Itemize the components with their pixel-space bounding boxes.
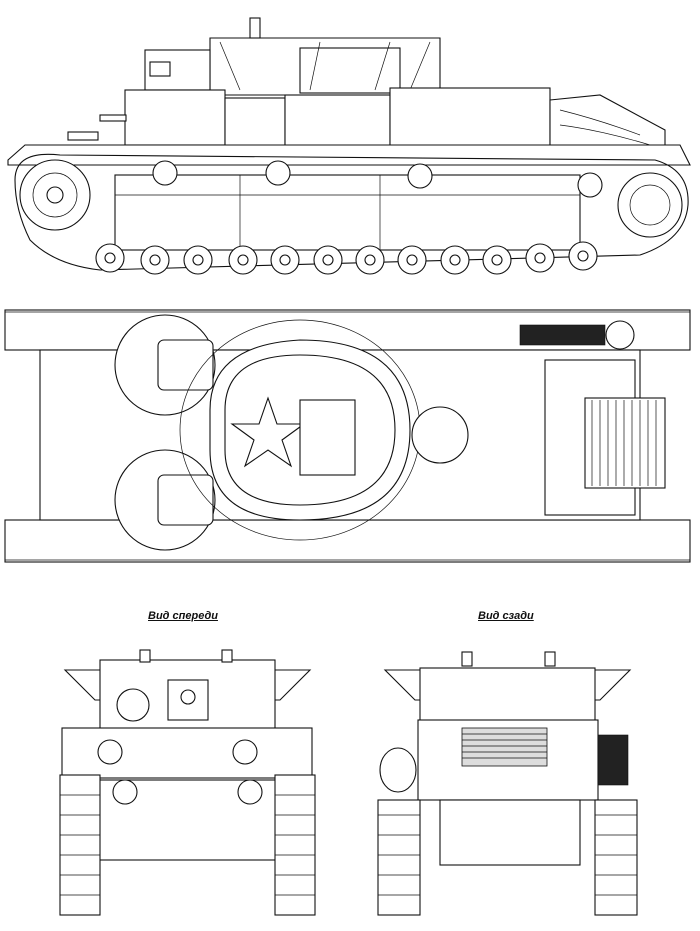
stowed-cable-roll [379, 747, 417, 793]
track-outline [14, 153, 689, 271]
side-view [7, 17, 691, 275]
front-view-label: Вид спереди [148, 610, 218, 622]
rear-lower-hull [439, 799, 581, 866]
drive-sprocket [617, 172, 683, 238]
return-roller [407, 163, 433, 189]
front-superstructure [124, 89, 226, 146]
front-track-left [59, 774, 101, 916]
front-bracket [67, 131, 99, 141]
rear-turret-body [419, 667, 596, 724]
turret-hatch [299, 399, 356, 476]
rear-view [377, 651, 638, 916]
mg-turret-front-left [116, 688, 150, 722]
right-track-top [4, 519, 691, 563]
return-roller [265, 160, 291, 186]
turret-side-panel [299, 47, 401, 94]
top-view [4, 309, 691, 563]
grille-slats [591, 400, 657, 486]
fender [7, 144, 691, 166]
radiator-grille [584, 397, 666, 489]
return-roller [577, 172, 603, 198]
rear-view-label: Вид сзади [478, 610, 534, 622]
stowed-tracks [519, 324, 606, 346]
turret-periscope [249, 17, 261, 39]
engine-hatch [411, 406, 469, 464]
rear-track-left [377, 799, 421, 916]
rear-stowage [597, 734, 629, 786]
hull-gun [99, 114, 127, 122]
mid-superstructure [284, 94, 391, 151]
front-track-right [274, 774, 316, 916]
side-skirt-armor [114, 174, 581, 251]
front-view [59, 649, 316, 916]
red-star-outline [230, 396, 306, 468]
road-wheels [95, 241, 598, 275]
engine-deck [389, 87, 551, 149]
sprocket-top [605, 320, 635, 350]
hull-box [224, 97, 286, 149]
rear-track-right [594, 799, 638, 916]
return-roller [152, 160, 178, 186]
mg-mantlet [149, 61, 171, 77]
